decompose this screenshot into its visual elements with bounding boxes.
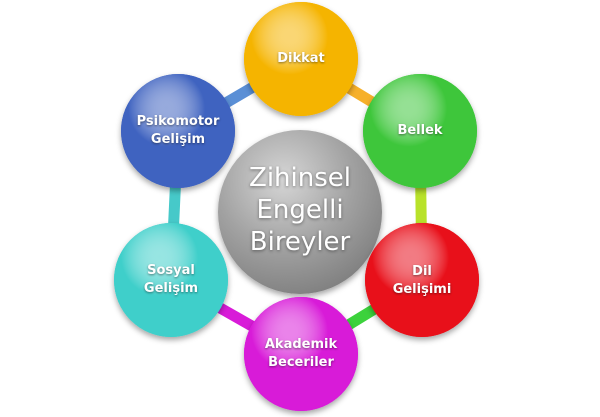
node-label-dikkat: Dikkat <box>277 50 325 68</box>
node-label-line: Gelişim <box>150 132 206 147</box>
node-label-line: Gelişim <box>143 281 199 296</box>
center-line-3: Bireyler <box>249 227 351 257</box>
center-label: Zihinsel Engelli Bireyler <box>249 162 351 258</box>
node-label-line: Bellek <box>397 123 443 138</box>
node-label-line: Gelişimi <box>392 282 452 297</box>
node-highlight-dikkat <box>244 2 358 116</box>
center-line-2: Engelli <box>256 195 344 225</box>
node-label-line: Dil <box>412 264 432 279</box>
node-highlight-psikomotor-gelisim <box>121 74 235 188</box>
node-label-sosyal-gelisim: Sosyal Gelişim <box>144 262 198 298</box>
node-label-line: Dikkat <box>277 51 325 66</box>
node-label-line: Sosyal <box>147 263 195 278</box>
node-highlight-akademik-beceriler <box>244 297 358 411</box>
node-label-line: Psikomotor <box>136 114 220 129</box>
node-label-dil-gelisimi: Dil Gelişimi <box>393 263 452 299</box>
node-label-psikomotor-gelisim: Psikomotor Gelişim <box>137 113 220 149</box>
node-label-akademik-beceriler: Akademik Beceriler <box>265 336 337 372</box>
node-label-line: Beceriler <box>268 355 334 370</box>
satellite-nodes <box>114 2 479 411</box>
center-circle <box>218 130 382 294</box>
node-highlight-bellek <box>363 74 477 188</box>
node-label-line: Akademik <box>264 337 338 352</box>
center-line-1: Zihinsel <box>249 163 351 193</box>
node-highlight-dil-gelisimi <box>365 223 479 337</box>
node-label-bellek: Bellek <box>397 122 442 140</box>
node-highlight-sosyal-gelisim <box>114 223 228 337</box>
